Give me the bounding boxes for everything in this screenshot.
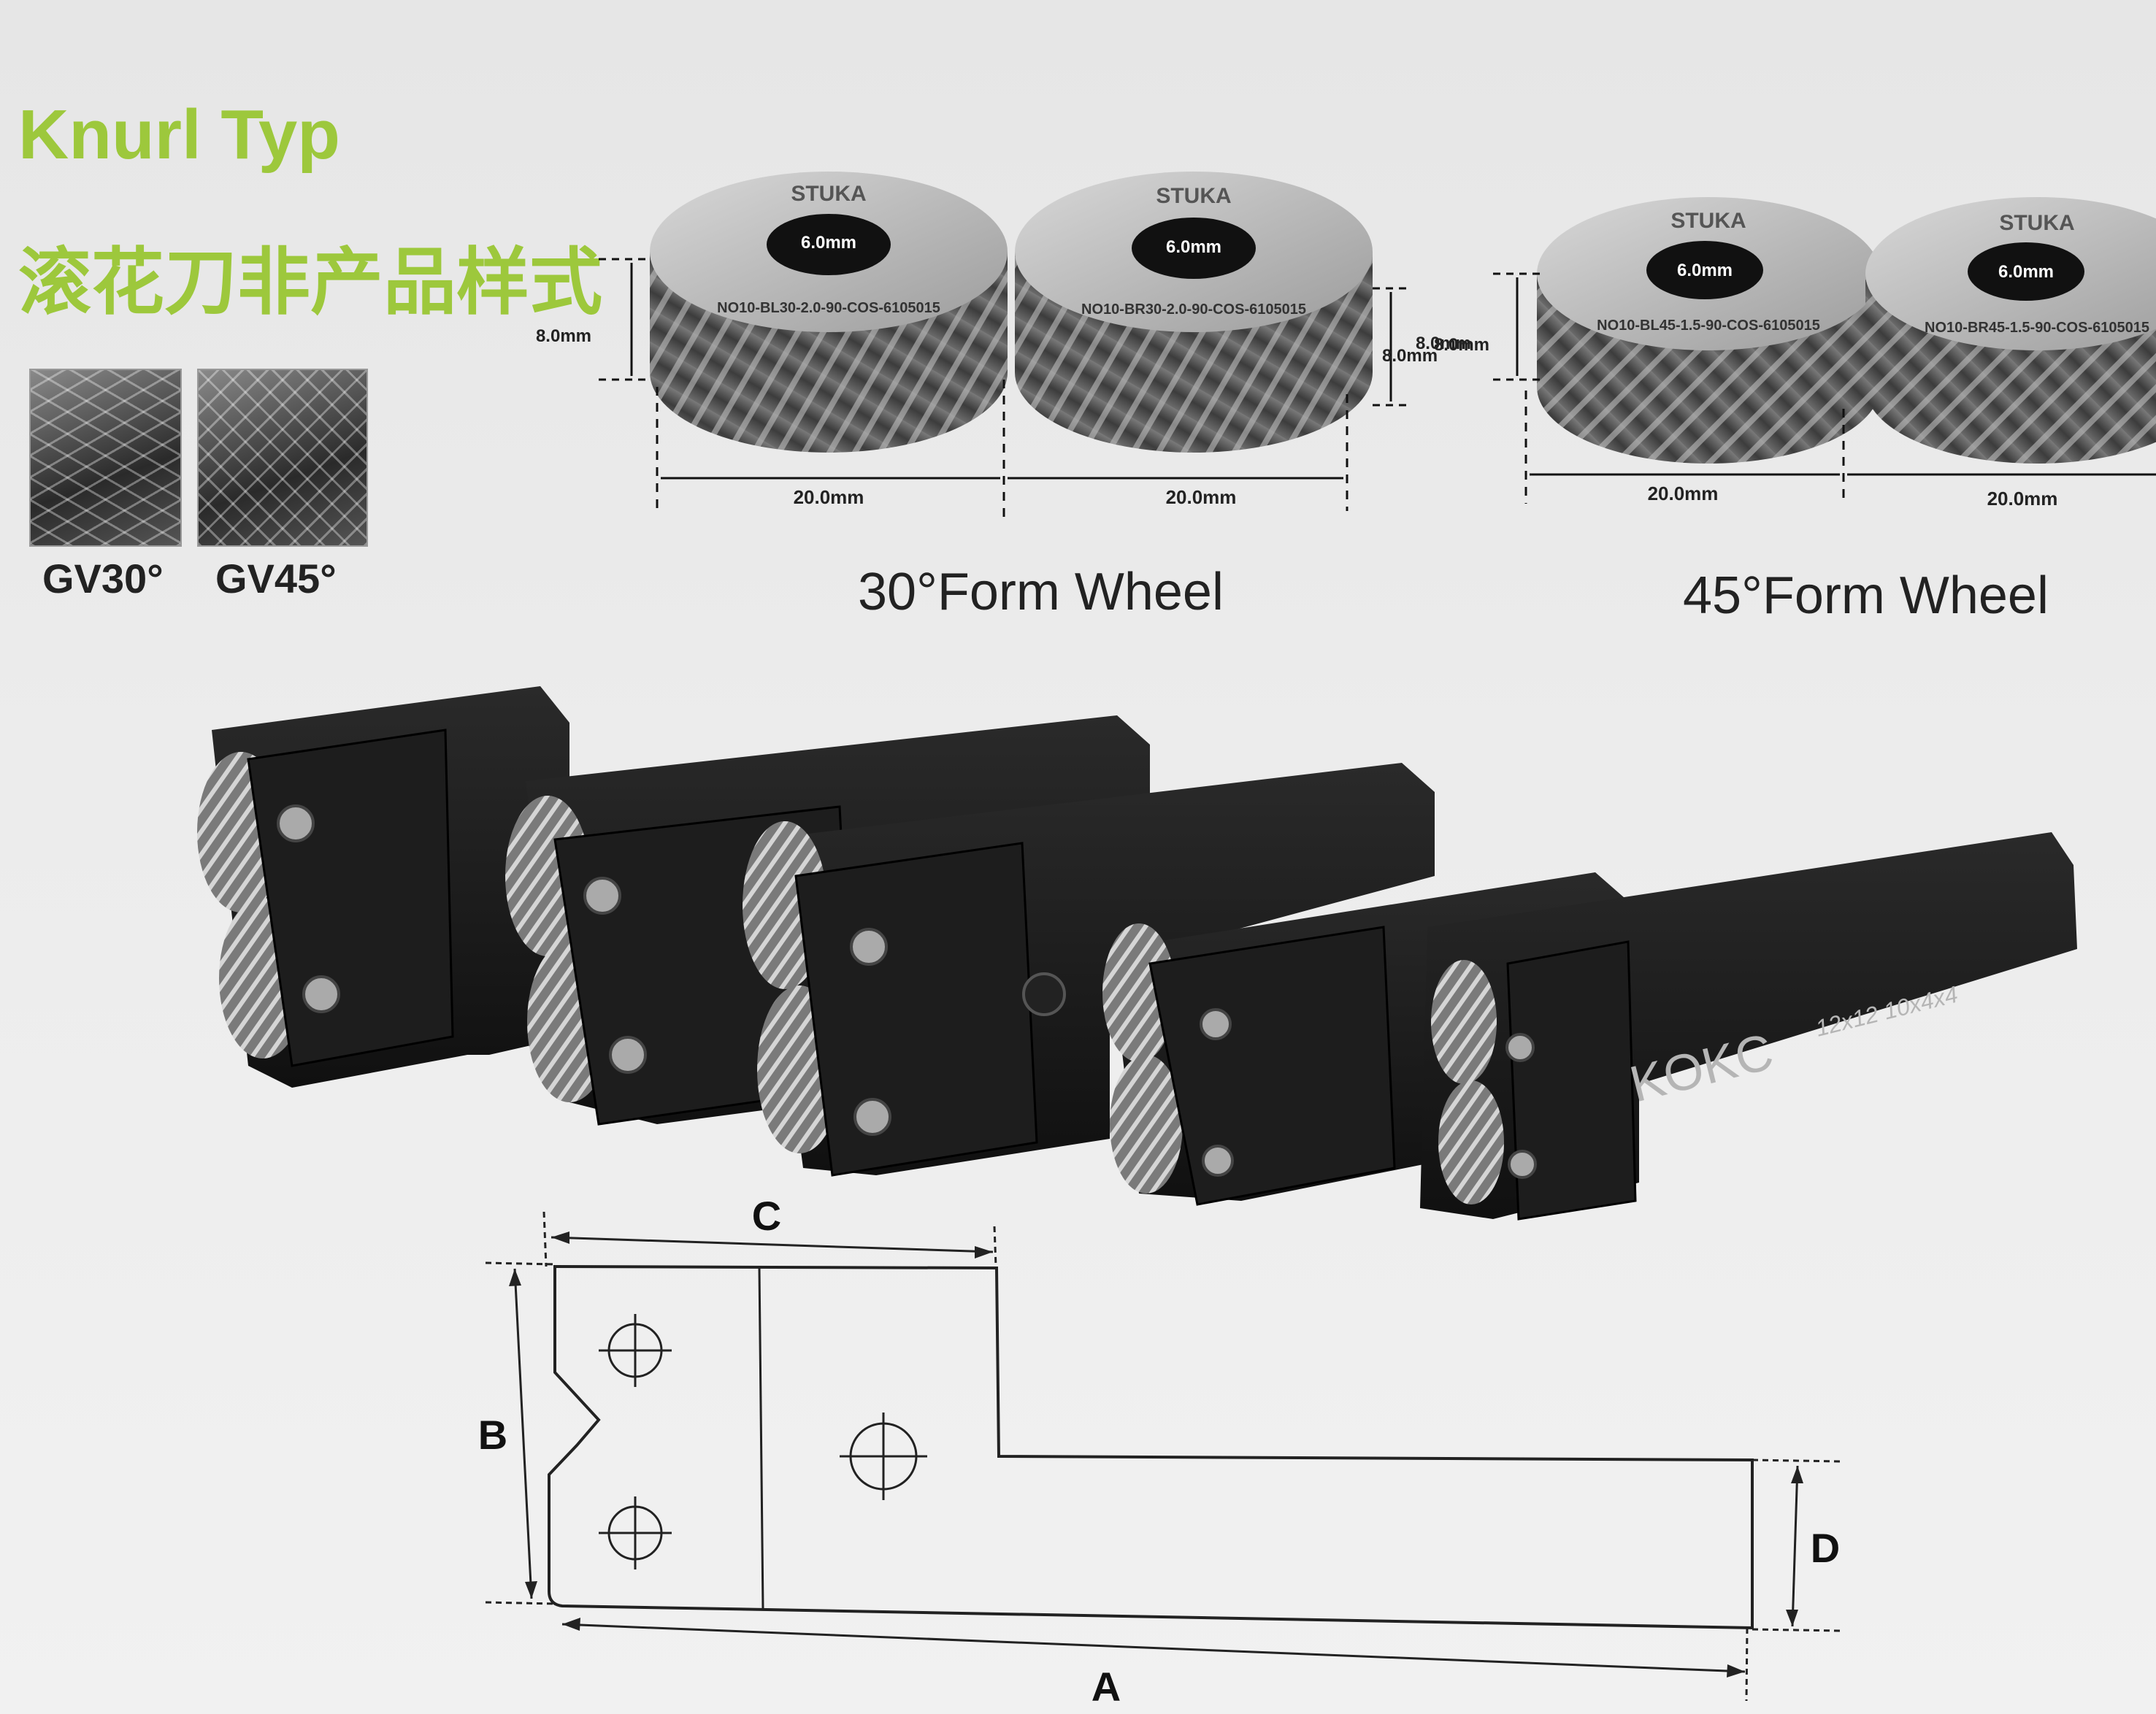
title-english: Knurl Typ (18, 96, 340, 174)
caption-45-form-wheel: 45°Form Wheel (1683, 566, 2049, 625)
wheel-30-left-bore: 6.0mm (801, 233, 856, 253)
pattern-label-gv30: GV30° (42, 556, 164, 602)
wheel-45-width-left: 8.0mm (1434, 335, 1489, 355)
wheel-30-left-brand: STUKA (791, 182, 866, 206)
wheel-45-diameter-right: 20.0mm (1987, 488, 2058, 510)
dimension-label-b: B (478, 1412, 507, 1458)
wheel-30-diameter-left: 20.0mm (794, 486, 864, 508)
wheel-45-right-bore: 6.0mm (1998, 262, 2054, 282)
tool-1-pin-top-icon (277, 804, 315, 842)
wheel-45-left-bore: 6.0mm (1677, 261, 1733, 280)
wheel-30-width-left: 8.0mm (536, 326, 591, 346)
wheel-45-dimensions (1493, 272, 2156, 504)
tool-2-pin-bottom-icon (609, 1036, 647, 1074)
tool-4-pin-top-icon (1200, 1008, 1232, 1040)
wheel-45-left-brand: STUKA (1670, 209, 1746, 233)
tool-5-pin-top-icon (1505, 1033, 1535, 1062)
technical-drawing: C B D A (478, 1197, 1840, 1710)
wheel-45-right-code: NO10-BR45-1.5-90-COS-6105015 (1925, 320, 2149, 336)
tool-3-center-screw-icon (1022, 972, 1066, 1016)
tool-5-pin-bottom-icon (1508, 1150, 1537, 1179)
pattern-swatch-gv45 (197, 369, 368, 547)
wheel-45-right-brand: STUKA (1999, 211, 2074, 235)
tool-3-pin-top-icon (850, 928, 888, 966)
wheel-30-width-right: 8.0mm (1382, 346, 1438, 366)
wheel-30-dimensions (599, 258, 1409, 518)
wheel-30-right-code: NO10-BR30-2.0-90-COS-6105015 (1081, 301, 1306, 318)
dimension-label-d: D (1811, 1525, 1840, 1571)
wheel-45-left-code: NO10-BL45-1.5-90-COS-6105015 (1597, 318, 1820, 334)
wheel-30-right-bore: 6.0mm (1166, 237, 1221, 257)
wheel-45-width-right: 8.0mm (1416, 334, 1471, 353)
caption-30-form-wheel: 30°Form Wheel (858, 563, 1224, 621)
knurling-tools-illustration: KOKC 12x12 10x4x4 (197, 686, 2077, 1221)
wheel-30-left-code: NO10-BL30-2.0-90-COS-6105015 (717, 300, 940, 316)
form-wheels-illustration: 6.0mm STUKA NO10-BL30-2.0-90-COS-6105015… (536, 172, 2156, 518)
tool-3-pin-bottom-icon (853, 1098, 891, 1136)
wheel-30-right: 6.0mm STUKA NO10-BR30-2.0-90-COS-6105015 (1015, 172, 1373, 453)
wheel-30-right-brand: STUKA (1156, 184, 1231, 208)
title-chinese: 滚花刀非产品样式 (18, 239, 602, 325)
dimension-label-c: C (752, 1197, 781, 1239)
tool-holder-3 (743, 763, 1435, 1177)
dimension-label-a: A (1092, 1664, 1121, 1710)
wheel-45-left: 6.0mm STUKA NO10-BL45-1.5-90-COS-6105015 (1537, 197, 1880, 464)
tool-2-pin-top-icon (583, 877, 621, 915)
pattern-swatch-gv30 (29, 369, 182, 547)
pattern-label-gv45: GV45° (215, 556, 337, 602)
wheel-30-diameter-right: 20.0mm (1166, 486, 1237, 508)
wheel-45-right: 6.0mm STUKA NO10-BR45-1.5-90-COS-6105015 (1865, 197, 2156, 464)
tool-holder-1 (197, 686, 569, 1088)
tool-1-pin-bottom-icon (302, 975, 340, 1013)
wheel-30-left: 6.0mm STUKA NO10-BL30-2.0-90-COS-6105015 (650, 172, 1008, 453)
tool-4-pin-bottom-icon (1202, 1145, 1234, 1177)
wheel-45-diameter-left: 20.0mm (1648, 483, 1719, 504)
